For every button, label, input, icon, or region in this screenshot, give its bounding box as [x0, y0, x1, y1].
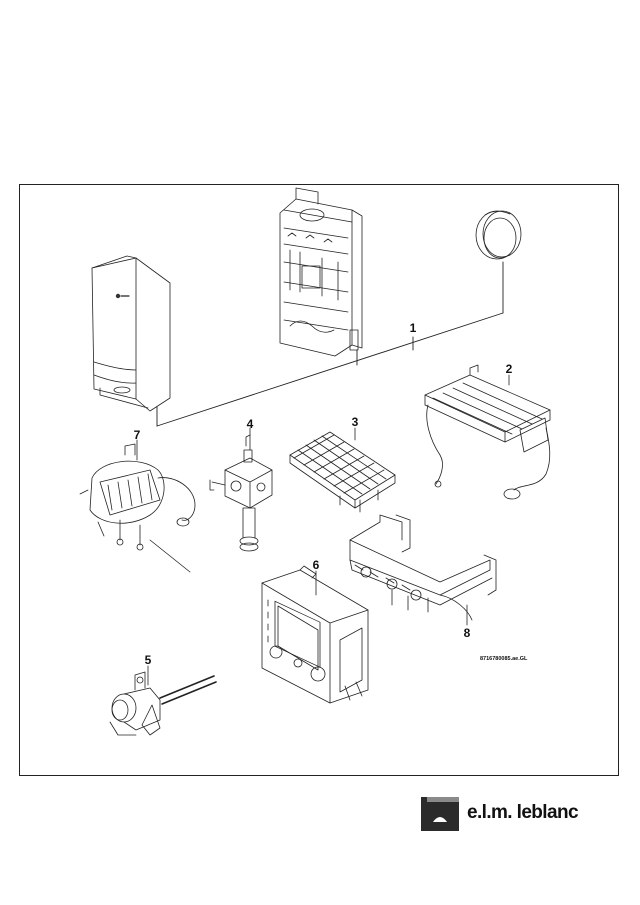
leblanc-logo-mark-icon	[421, 797, 459, 831]
boiler-frame-icon	[279, 187, 363, 357]
callout-3: 3	[352, 415, 359, 429]
reference-code: 8716780085.ae.GL	[480, 656, 528, 662]
gas-valve-icon	[209, 434, 273, 552]
burner-icon	[289, 431, 396, 513]
callout-7: 7	[134, 428, 141, 442]
control-unit-icon	[261, 565, 369, 704]
circulator-pump-icon	[109, 671, 217, 736]
callout-1-leader-lines	[156, 261, 504, 427]
brand-name: e.l.m. leblanc	[467, 802, 579, 823]
callout-leader-lines	[136, 374, 510, 686]
exploded-diagram-frame	[19, 184, 619, 776]
callout-1: 1	[410, 321, 417, 335]
callout-8: 8	[464, 626, 471, 640]
fan-assembly-icon	[79, 443, 196, 573]
callout-5: 5	[145, 653, 152, 667]
callout-numbers: 1 2 3 4 5 6 7 8 8716780085.ae.GL	[134, 321, 528, 667]
heat-exchanger-icon	[424, 364, 551, 500]
callout-6: 6	[313, 558, 320, 572]
brand-logo: e.l.m. leblanc	[421, 797, 611, 831]
hydraulic-block-icon	[349, 514, 497, 621]
callout-2: 2	[506, 362, 513, 376]
boiler-casing-icon	[91, 255, 171, 412]
expansion-vessel-icon	[475, 210, 522, 260]
callout-4: 4	[247, 417, 254, 431]
